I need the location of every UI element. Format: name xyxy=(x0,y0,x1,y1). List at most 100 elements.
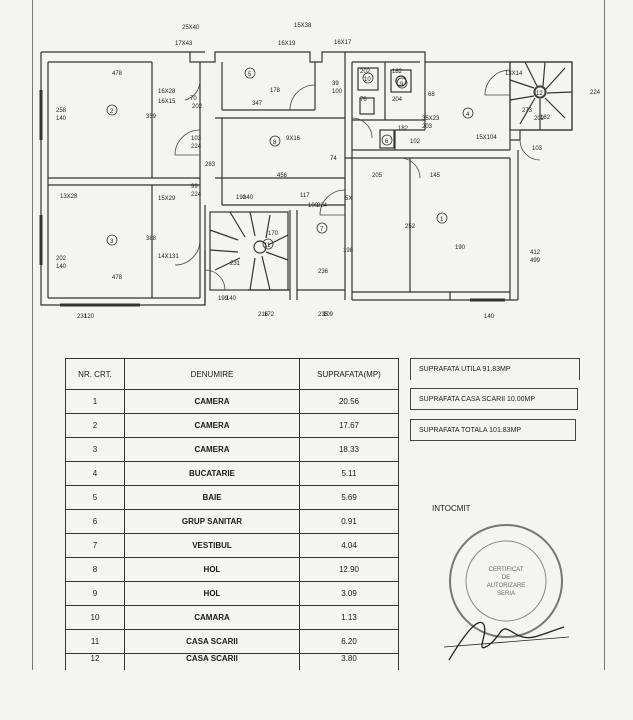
cell-denumire: GRUP SANITAR xyxy=(124,509,300,534)
col-header-suprafata: SUPRAFATA(MP) xyxy=(299,358,399,390)
cell-denumire: HOL xyxy=(124,581,300,606)
dimension-label: 39 xyxy=(332,81,339,87)
cell-nr: 6 xyxy=(65,509,125,534)
cell-denumire: CAMERA xyxy=(124,437,300,462)
dimension-label: 224 xyxy=(191,144,202,150)
dimension-label: 140 xyxy=(226,296,237,302)
plan-walls xyxy=(39,51,573,307)
cell-nr: 5 xyxy=(65,485,125,510)
cell-suprafata: 20.56 xyxy=(299,389,399,414)
dimension-label: 182 xyxy=(392,69,403,75)
room-number-labels: 2 3 5 8 7 11 1 4 6 10 9 12 xyxy=(110,72,543,249)
cell-nr: 4 xyxy=(65,461,125,486)
dimension-label: 14X131 xyxy=(158,254,179,260)
room-markers xyxy=(106,67,546,250)
table-header-row: NR. CRT. DENUMIRE SUPRAFATA(MP) xyxy=(65,358,399,390)
dimension-label: 16X15 xyxy=(158,99,176,105)
cell-denumire: BAIE xyxy=(124,485,300,510)
room-label-3: 3 xyxy=(110,239,114,245)
dimension-label: 100 xyxy=(332,89,343,95)
dimension-label: 140 xyxy=(56,116,67,122)
cell-suprafata: 18.33 xyxy=(299,437,399,462)
dimension-label: 224 xyxy=(317,203,328,209)
col-header-nr: NR. CRT. xyxy=(65,358,125,390)
dimension-label: 359 xyxy=(146,114,157,120)
summary-totala: SUPRAFATA TOTALA 101.83MP xyxy=(410,419,576,441)
room-label-12: 12 xyxy=(536,91,543,97)
cell-nr: 2 xyxy=(65,413,125,438)
dimension-label: 172 xyxy=(264,312,275,318)
dimension-label: 16X19 xyxy=(278,41,296,47)
dimension-label: 76 xyxy=(360,97,367,103)
cell-suprafata: 1.13 xyxy=(299,605,399,630)
dimension-label: 216 xyxy=(258,312,269,318)
stamp-line-4: SERIA xyxy=(497,591,515,597)
cell-suprafata: 0.91 xyxy=(299,509,399,534)
signature xyxy=(448,621,565,661)
cell-nr: 8 xyxy=(65,557,125,582)
stamp-line-3: AUTORIZARE xyxy=(487,583,526,589)
dimension-label: 388 xyxy=(146,236,157,242)
page-edge-left xyxy=(32,0,33,670)
cell-nr: 11 xyxy=(65,629,125,654)
cell-denumire: HOL xyxy=(124,557,300,582)
stamp-line-2: DE xyxy=(502,575,510,581)
dimension-label: 117 xyxy=(300,193,310,199)
cell-suprafata: 3.09 xyxy=(299,581,399,606)
room-label-10: 10 xyxy=(364,77,371,83)
official-stamp: CERTIFICAT DE AUTORIZARE SERIA xyxy=(444,524,570,661)
dimension-label: 16X17 xyxy=(334,40,352,46)
dimension-label: 9X16 xyxy=(286,136,301,142)
room-label-8: 8 xyxy=(273,140,277,146)
dimension-label: 231 xyxy=(77,314,88,320)
cell-nr: 9 xyxy=(65,581,125,606)
dimension-label: 68 xyxy=(428,92,435,98)
dimension-label: 224 xyxy=(590,90,601,96)
dimension-label: 499 xyxy=(530,258,541,264)
dimension-label: 456 xyxy=(277,173,288,179)
dimension-label: 412 xyxy=(530,250,541,256)
room-label-2: 2 xyxy=(110,109,114,115)
intocmit-label: INTOCMIT xyxy=(432,504,471,513)
dimension-label: 140 xyxy=(243,195,254,201)
stamp-line-1: CERTIFICAT xyxy=(489,567,524,573)
dimension-label: 198 xyxy=(343,248,354,254)
dimension-label: 204 xyxy=(392,97,403,103)
dimension-label: 74 xyxy=(330,156,337,162)
page-edge-right xyxy=(604,0,605,670)
cell-nr: 3 xyxy=(65,437,125,462)
dimension-label: 109 xyxy=(323,312,334,318)
cell-suprafata: 5.11 xyxy=(299,461,399,486)
cell-denumire: CASA SCARII xyxy=(124,653,300,670)
dimension-label: 190 xyxy=(236,195,247,201)
cell-suprafata: 3.80 xyxy=(299,653,399,670)
dimension-label: 140 xyxy=(56,264,67,270)
col-header-denumire: DENUMIRE xyxy=(124,358,300,390)
dimension-label: 202 xyxy=(360,69,371,75)
dimension-label: 120 xyxy=(84,314,95,320)
dimension-label: 478 xyxy=(112,275,123,281)
dimension-label: 283 xyxy=(205,162,216,168)
dimension-label: 178 xyxy=(270,88,281,94)
dimension-label: 258 xyxy=(56,108,67,114)
room-label-9: 9 xyxy=(400,82,404,88)
dimension-label: 202 xyxy=(192,104,203,110)
dimension-label: 203 xyxy=(422,124,433,130)
room-label-7: 7 xyxy=(320,227,324,233)
dimension-label: 102 xyxy=(410,139,421,145)
dimension-label: 17X43 xyxy=(175,41,193,47)
dimension-label: 16X28 xyxy=(158,89,176,95)
cell-suprafata: 6.20 xyxy=(299,629,399,654)
dimension-label: 252 xyxy=(405,224,416,230)
